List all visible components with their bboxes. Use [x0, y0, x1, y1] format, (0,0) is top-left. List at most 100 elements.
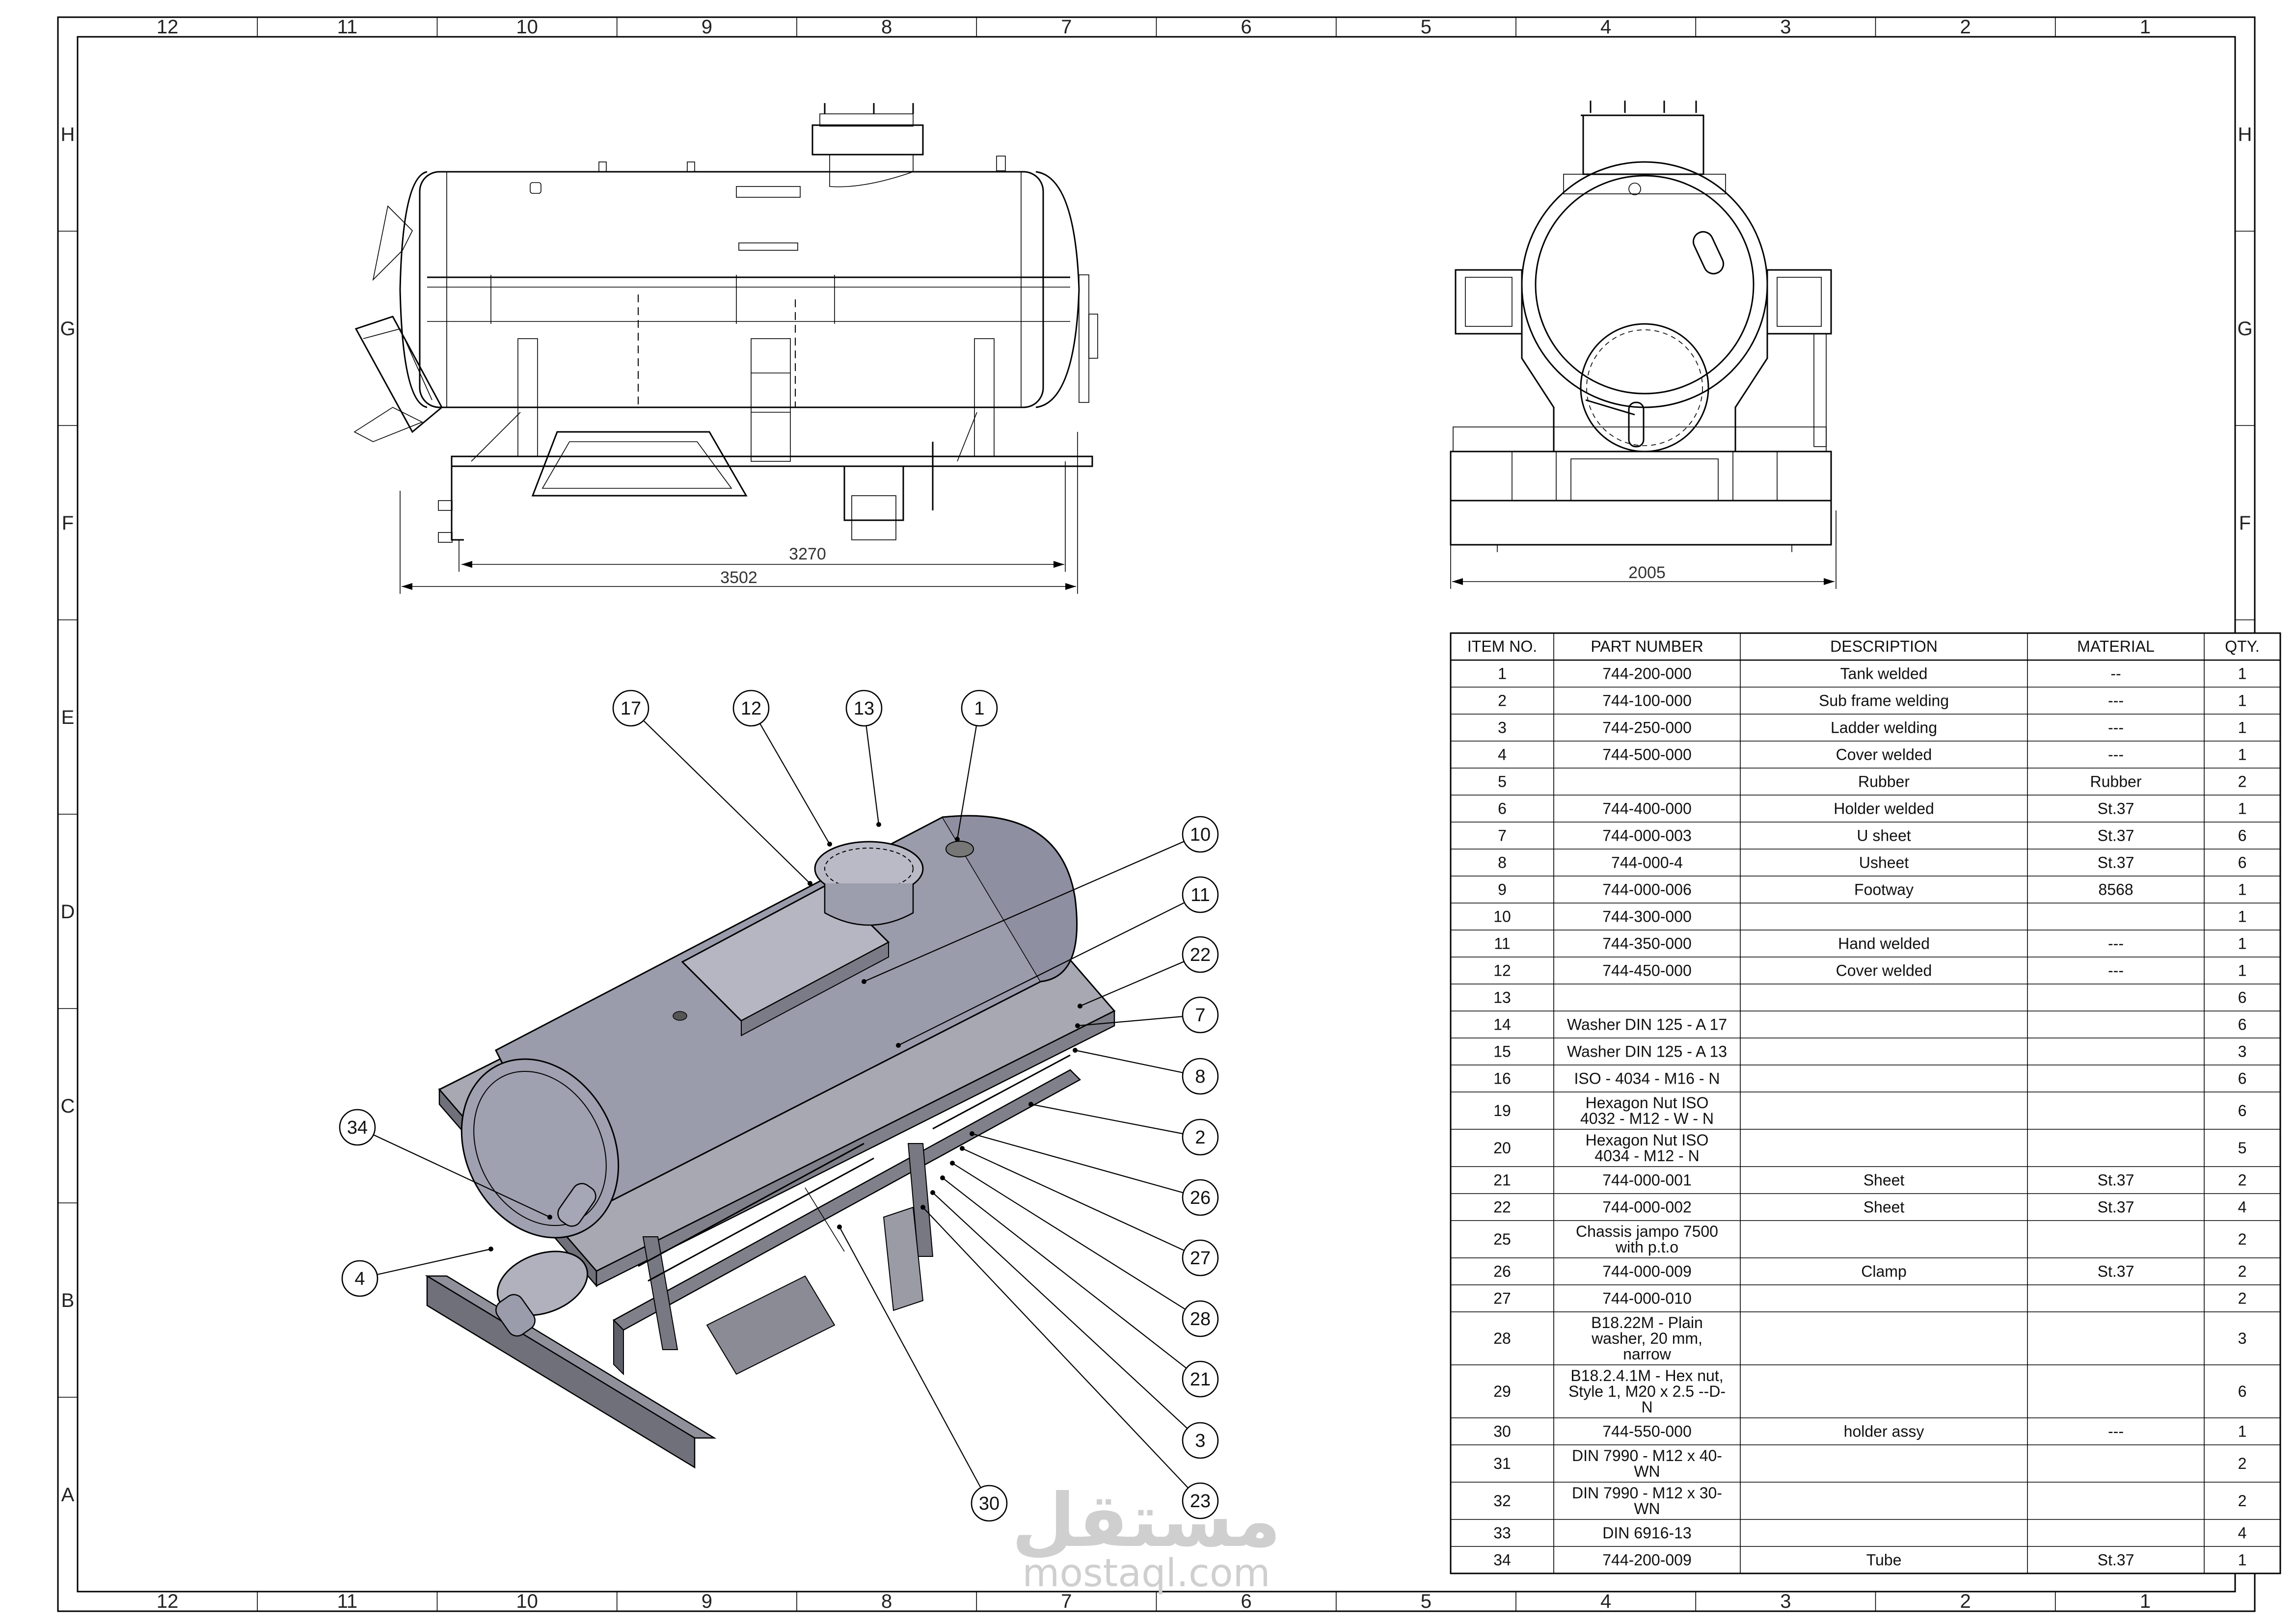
bom-description: Hand welded — [1838, 935, 1930, 953]
item-balloon: 27 — [960, 1146, 1219, 1277]
item-balloon: 30 — [837, 1224, 1008, 1522]
bom-part-number: washer, 20 mm, — [1591, 1330, 1702, 1347]
bom-part-number: 744-000-4 — [1611, 854, 1683, 872]
bom-qty: 5 — [2238, 1139, 2247, 1157]
item-balloon: 7 — [1075, 996, 1219, 1034]
zone-row-label: E — [61, 707, 75, 728]
balloon-number: 2 — [1195, 1127, 1205, 1148]
balloon-number: 26 — [1190, 1188, 1211, 1208]
leader-dot — [1075, 1023, 1080, 1028]
bom-description: Tube — [1866, 1551, 1902, 1569]
zone-column-label: 8 — [881, 1591, 892, 1612]
zone-column-label: 9 — [702, 16, 712, 38]
zone-column-label: 10 — [516, 16, 538, 38]
zone-column-label: 11 — [337, 1591, 358, 1612]
bom-qty: 1 — [2238, 1551, 2247, 1569]
balloon-leader — [643, 720, 810, 884]
zone-column-label: 2 — [1960, 1591, 1971, 1612]
item-balloon: 12 — [732, 690, 832, 847]
item-balloon: 8 — [1073, 1048, 1219, 1095]
bom-part-number: DIN 7990 - M12 x 30- — [1572, 1484, 1722, 1502]
balloon-circle — [1182, 816, 1219, 853]
bom-item-no: 34 — [1493, 1551, 1511, 1569]
bom-item-no: 10 — [1493, 908, 1511, 926]
bom-item-no: 26 — [1493, 1263, 1511, 1280]
bom-part-number: 744-000-009 — [1602, 1263, 1691, 1280]
bom-part-number: WN — [1634, 1463, 1660, 1480]
zone-column-label: 7 — [1061, 16, 1072, 38]
bom-material: 8568 — [2098, 881, 2133, 899]
bom-part-number: 744-300-000 — [1602, 908, 1691, 926]
bom-material: --- — [2108, 692, 2124, 710]
bom-description: Sub frame welding — [1819, 692, 1949, 710]
watermark-logo: مستقل — [1012, 1478, 1281, 1564]
bom-description: Usheet — [1859, 854, 1909, 872]
bom-qty: 2 — [2238, 1492, 2247, 1510]
balloon-circle — [1182, 1360, 1219, 1398]
bom-qty: 1 — [2238, 692, 2247, 710]
balloon-number: 34 — [347, 1117, 368, 1138]
zone-column-label: 10 — [516, 1591, 538, 1612]
bom-description: U sheet — [1857, 827, 1911, 845]
bom-part-number: DIN 6916-13 — [1602, 1524, 1691, 1542]
leader-dot — [547, 1215, 552, 1220]
end-manhole — [1580, 323, 1709, 452]
bom-qty: 3 — [2238, 1043, 2247, 1061]
item-balloon: 3 — [930, 1190, 1219, 1459]
balloon-leader — [1030, 1103, 1183, 1135]
bom-description: Clamp — [1861, 1263, 1906, 1280]
bom-item-no: 8 — [1498, 854, 1507, 872]
balloon-leader — [1077, 1016, 1183, 1027]
side-tank-left-head — [399, 171, 428, 408]
bom-material: St.37 — [2098, 1198, 2134, 1216]
item-balloon: 4 — [341, 1247, 493, 1297]
leader-dot — [950, 1161, 955, 1166]
item-balloon: 2 — [1028, 1102, 1219, 1156]
leader-dot — [876, 822, 881, 827]
balloon-circle — [1182, 1422, 1219, 1459]
bom-item-no: 16 — [1493, 1070, 1511, 1088]
balloon-number: 8 — [1195, 1066, 1205, 1087]
bom-description: Cover welded — [1836, 746, 1932, 764]
bom-header-material: MATERIAL — [2077, 638, 2155, 655]
bom-part-number: with p.t.o — [1615, 1238, 1678, 1256]
bom-item-no: 7 — [1498, 827, 1507, 845]
bom-material: --- — [2108, 962, 2124, 980]
leader-dot — [940, 1175, 945, 1180]
bom-qty: 4 — [2238, 1198, 2247, 1216]
balloon-leader — [1080, 961, 1185, 1007]
bom-material: Rubber — [2090, 773, 2142, 791]
balloon-circle — [339, 1109, 376, 1146]
leader-dot — [930, 1190, 935, 1195]
bom-part-number: Chassis jampo 7500 — [1576, 1223, 1718, 1240]
bom-part-number: B18.2.4.1M - Hex nut, — [1570, 1367, 1723, 1384]
bom-part-number: Style 1, M20 x 2.5 --D- — [1568, 1383, 1726, 1400]
bom-description: Sheet — [1864, 1171, 1905, 1189]
leader-dot — [837, 1224, 842, 1229]
balloon-leader — [373, 1134, 550, 1218]
balloon-number: 27 — [1190, 1248, 1211, 1269]
bom-qty: 1 — [2238, 665, 2247, 683]
bom-material: St.37 — [2098, 800, 2134, 818]
bom-qty: 3 — [2238, 1330, 2247, 1347]
balloon-number: 17 — [621, 698, 641, 719]
balloon-number: 13 — [854, 698, 874, 719]
balloon-leader — [956, 725, 977, 840]
zone-column-label: 6 — [1241, 1591, 1252, 1612]
zone-row-label: D — [61, 901, 75, 923]
zone-row-label: H — [61, 124, 75, 145]
side-tank-right-head — [1035, 171, 1080, 408]
bom-item-no: 21 — [1493, 1171, 1511, 1189]
